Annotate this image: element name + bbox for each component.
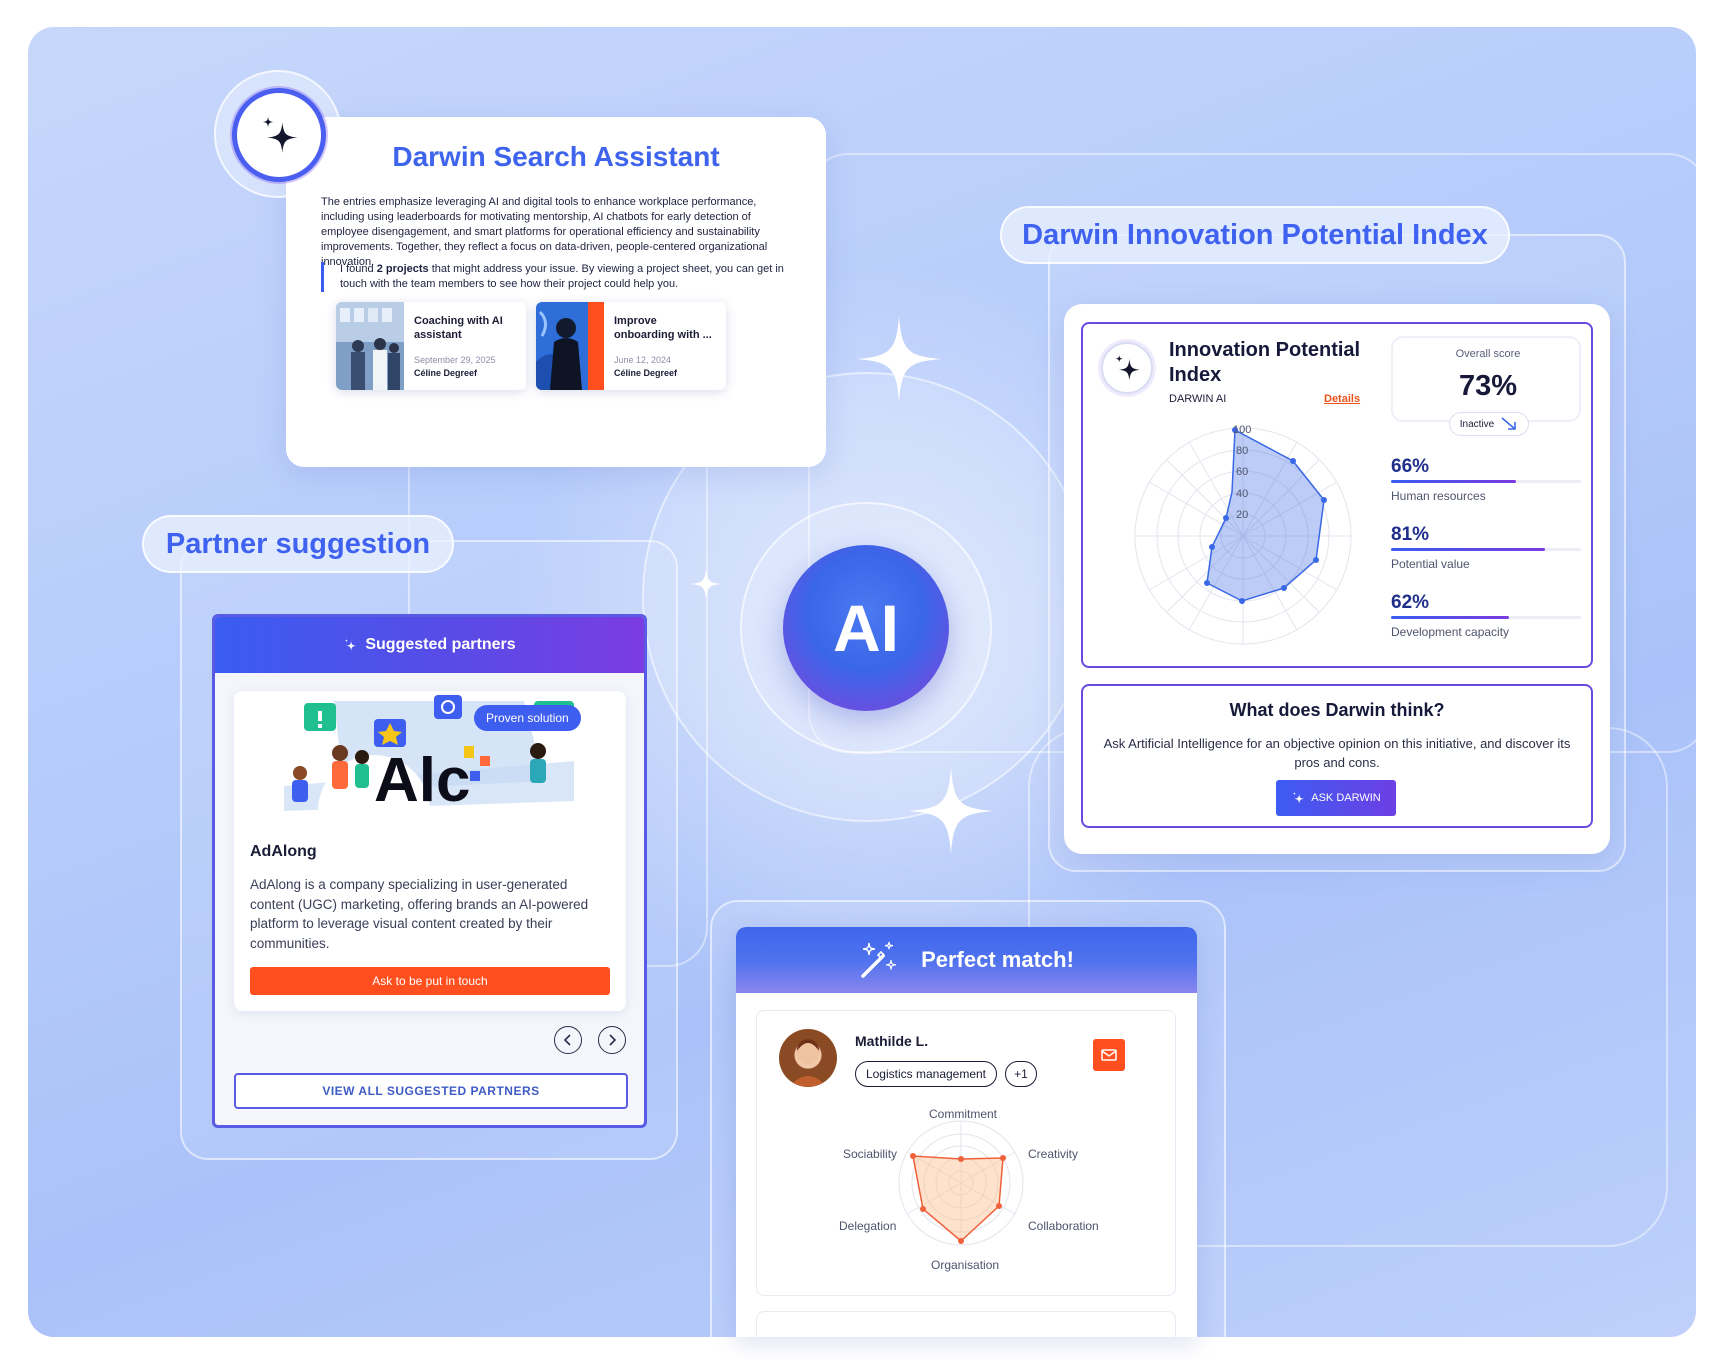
metric-bar-fill [1391,480,1517,483]
chevron-right-icon [609,1034,617,1046]
metric-bar-fill [1391,548,1545,551]
contact-partner-button[interactable]: Ask to be put in touch [250,967,610,995]
avatar [779,1029,837,1087]
contact-mail-button[interactable] [1093,1039,1125,1071]
quote-text: that might address your issue. By viewin… [340,263,784,290]
radar-label-sociability: Sociability [843,1147,898,1161]
status-label: Inactive [1459,418,1495,430]
metric-label: Potential value [1391,557,1470,571]
index-title: Innovation Potential Index [1169,339,1361,386]
sparkles-icon [1292,791,1305,804]
sparkles-icon [1101,342,1153,394]
partner-section-title: Partner suggestion [142,515,454,573]
project-date: September 29, 2025 [414,355,496,365]
radar-label-delegation: Delegation [839,1219,897,1233]
radar-label-creativity: Creativity [1028,1147,1079,1161]
trend-down-icon [1501,417,1517,430]
next-partner-button[interactable] [598,1026,626,1054]
proven-solution-badge: Proven solution [474,705,581,731]
innovation-radar-chart: 100 80 60 40 20 [1134,424,1352,645]
radar-tick: 80 [1236,445,1248,457]
project-card[interactable]: Improve onboarding with ... June 12, 202… [536,302,726,390]
project-title: Improve onboarding with ... [614,315,712,341]
sparkle-icon [856,316,942,402]
perfect-match-card: Perfect match! Mathilde L. Logistics man… [736,927,1197,1337]
details-link[interactable]: Details [1324,393,1361,405]
metric-development-capacity: 62% Development capacity [1391,592,1581,639]
radar-label-commitment: Commitment [929,1107,998,1121]
suggested-partners-title: Suggested partners [365,636,516,653]
metric-value: 81% [1391,524,1430,545]
magic-wand-icon [861,941,897,978]
suggested-partners-card: Suggested partners Alc Proven solution A… [212,614,647,1128]
ai-core: AI [783,545,949,711]
search-quote: I found 2 projects that might address yo… [321,262,791,292]
project-date: June 12, 2024 [614,355,672,365]
radar-tick: 40 [1236,488,1248,500]
mail-icon [1101,1049,1117,1061]
score-label: Overall score [1455,348,1521,360]
sparkle-icon [690,568,722,600]
view-all-partners-button[interactable]: VIEW ALL SUGGESTED PARTNERS [234,1073,628,1109]
radar-tick: 100 [1233,424,1251,436]
partner-item: Alc Proven solution AdAlong AdAlong is a… [234,691,626,1011]
metric-label: Human resources [1391,489,1486,503]
sparkles-icon [344,638,357,651]
darwin-opinion-panel: What does Darwin think? Ask Artificial I… [1081,684,1593,828]
status-badge: Inactive [1449,412,1529,436]
project-thumbnail-image [336,302,404,390]
innovation-index-panel: Innovation Potential Index DARWIN AI Det… [1081,322,1593,668]
overall-score-box: Overall score 73% [1391,336,1581,422]
metric-human-resources: 66% Human resources [1391,456,1581,503]
person-name: Mathilde L. [855,1033,929,1049]
metric-value: 66% [1391,456,1430,477]
project-thumbnail-image [536,302,604,390]
innovation-section-title: Darwin Innovation Potential Index [1000,206,1510,264]
metric-bar [1391,548,1581,551]
suggested-partners-header: Suggested partners [215,617,644,673]
project-author: Céline Degreef [614,368,678,378]
project-author: Céline Degreef [414,368,478,378]
index-subtitle: DARWIN AI [1169,393,1227,405]
perfect-match-header: Perfect match! [736,927,1197,993]
match-profile-card-next [756,1311,1176,1337]
radar-tick: 60 [1236,466,1248,478]
metric-label: Development capacity [1391,625,1510,639]
ask-darwin-label: ASK DARWIN [1311,792,1381,804]
radar-label-collaboration: Collaboration [1028,1219,1099,1233]
metric-potential-value: 81% Potential value [1391,524,1581,571]
skills-radar-chart [898,1120,1024,1246]
metric-bar [1391,616,1581,619]
project-card[interactable]: Coaching with AI assistant September 29,… [336,302,526,390]
search-assistant-title: Darwin Search Assistant [392,141,720,172]
skill-tag[interactable]: Logistics management [855,1061,997,1087]
score-value: 73% [1458,370,1518,402]
metric-bar-fill [1391,616,1509,619]
project-title: Coaching with AI assistant [414,315,503,341]
partner-logo-text: Alc [374,746,470,815]
more-tags-badge[interactable]: +1 [1005,1061,1037,1087]
sparkle-icon [908,768,994,854]
search-assistant-card: Darwin Search Assistant The entries emph… [286,117,826,467]
sparkles-icon [262,116,298,153]
metric-value: 62% [1391,592,1430,613]
radar-tick: 20 [1236,509,1248,521]
opinion-title: What does Darwin think? [1229,700,1445,720]
radar-label-organisation: Organisation [931,1258,1000,1272]
partner-description: AdAlong is a company specializing in use… [250,877,589,951]
ask-darwin-button[interactable]: ASK DARWIN [1276,780,1396,816]
chevron-left-icon [563,1034,571,1046]
quote-text: I found [340,263,377,275]
quote-count: 2 projects [376,263,429,275]
sparkle-badge [232,88,326,182]
opinion-text: Ask Artificial Intelligence for an objec… [1103,736,1571,770]
match-profile-card: Mathilde L. Logistics management +1 Comm… [756,1010,1176,1296]
perfect-match-title: Perfect match! [921,947,1074,972]
partner-name: AdAlong [250,843,317,860]
search-summary: The entries emphasize leveraging AI and … [321,196,768,268]
search-assistant-badge [214,70,342,198]
metric-bar [1391,480,1581,483]
prev-partner-button[interactable] [554,1026,582,1054]
